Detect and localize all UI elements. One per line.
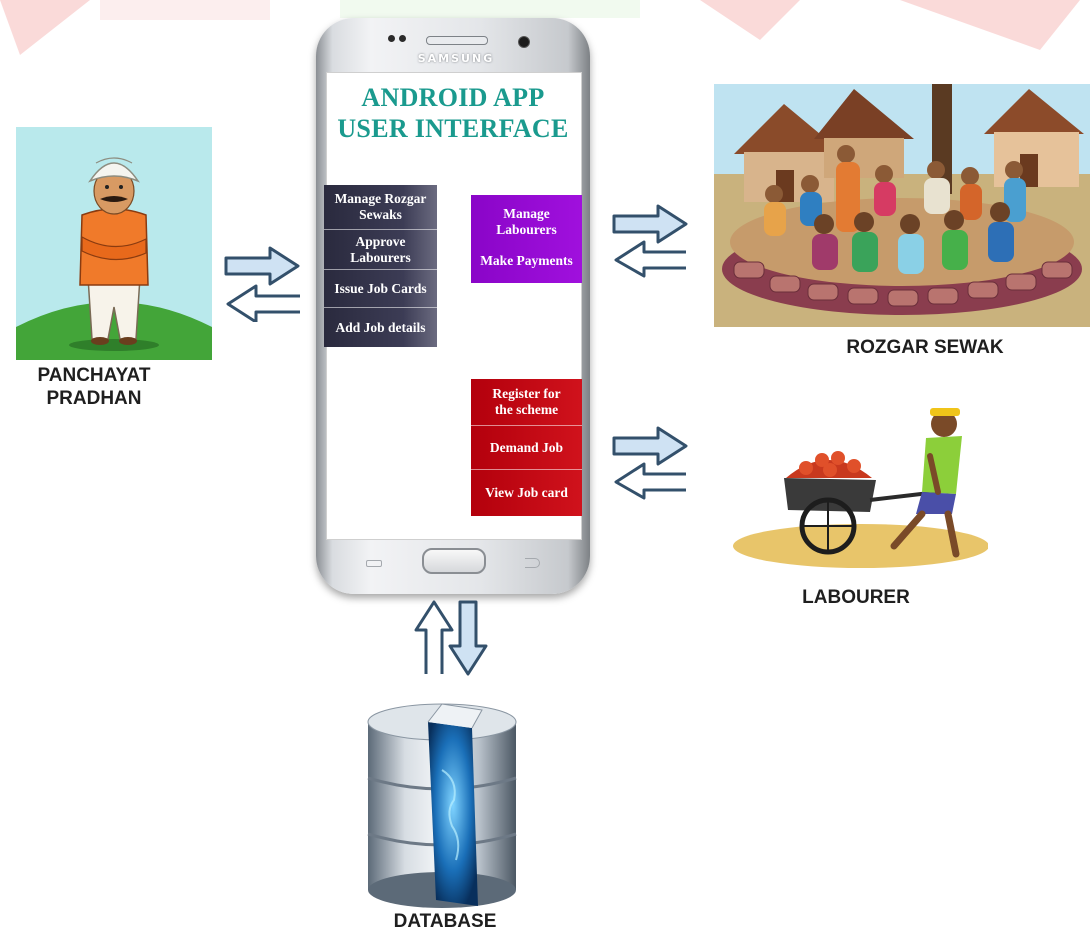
back-icon[interactable]: [525, 558, 540, 568]
labourer-illustration: [726, 396, 989, 572]
issue-job-cards-button[interactable]: Issue Job Cards: [324, 270, 437, 308]
app-title-line2: USER INTERFACE: [337, 114, 569, 143]
database-exchange-arrows: [414, 600, 488, 676]
arrow-right-icon: [612, 426, 688, 466]
phone-sensor-dots: [388, 35, 410, 43]
manage-labourers-button[interactable]: Manage Labourers: [471, 195, 582, 245]
demand-job-button[interactable]: Demand Job: [471, 426, 582, 470]
rozgar-sewak-label: ROZGAR SEWAK: [846, 337, 1004, 358]
arrow-down-icon: [448, 600, 488, 676]
view-job-card-button[interactable]: View Job card: [471, 470, 582, 516]
phone-camera: [518, 36, 530, 48]
phone-brand: SAMSUNG: [417, 52, 495, 65]
phone-earpiece: [426, 36, 488, 45]
add-job-details-button[interactable]: Add Job details: [324, 308, 437, 347]
sewak-exchange-arrows: [612, 204, 688, 278]
labourer-menu: Register for the scheme Demand Job View …: [471, 379, 582, 516]
pradhan-exchange-arrows: [224, 246, 300, 322]
home-button[interactable]: [422, 548, 486, 574]
arrow-right-icon: [224, 246, 300, 286]
manage-rozgar-sewaks-button[interactable]: Manage Rozgar Sewaks: [324, 185, 437, 230]
arrow-left-icon: [614, 462, 686, 500]
pradhan-label-line2: PRADHAN: [46, 388, 142, 409]
database-label: DATABASE: [393, 911, 497, 932]
app-title: ANDROID APP USER INTERFACE: [326, 82, 580, 144]
labourer-exchange-arrows: [612, 426, 688, 500]
pradhan-illustration: [16, 127, 212, 360]
pradhan-menu: Manage Rozgar Sewaks Approve Labourers I…: [324, 185, 437, 347]
arrow-right-icon: [612, 204, 688, 244]
arrow-up-icon: [414, 600, 454, 674]
pradhan-label: PANCHAYAT PRADHAN: [16, 364, 172, 410]
rozgar-sewak-illustration: [714, 84, 1090, 327]
sewak-menu: Manage Labourers Make Payments: [471, 195, 582, 283]
background-watermark: [0, 0, 1080, 55]
pradhan-label-line1: PANCHAYAT: [37, 365, 151, 386]
app-title-line1: ANDROID APP: [361, 83, 545, 112]
arrow-left-icon: [614, 240, 686, 278]
arrow-left-icon: [226, 284, 300, 322]
approve-labourers-button[interactable]: Approve Labourers: [324, 230, 437, 270]
labourer-label: LABOURER: [802, 587, 910, 608]
make-payments-button[interactable]: Make Payments: [471, 245, 582, 283]
recent-apps-icon[interactable]: [366, 560, 382, 567]
register-for-scheme-button[interactable]: Register for the scheme: [471, 379, 582, 426]
database-icon: [362, 700, 522, 912]
